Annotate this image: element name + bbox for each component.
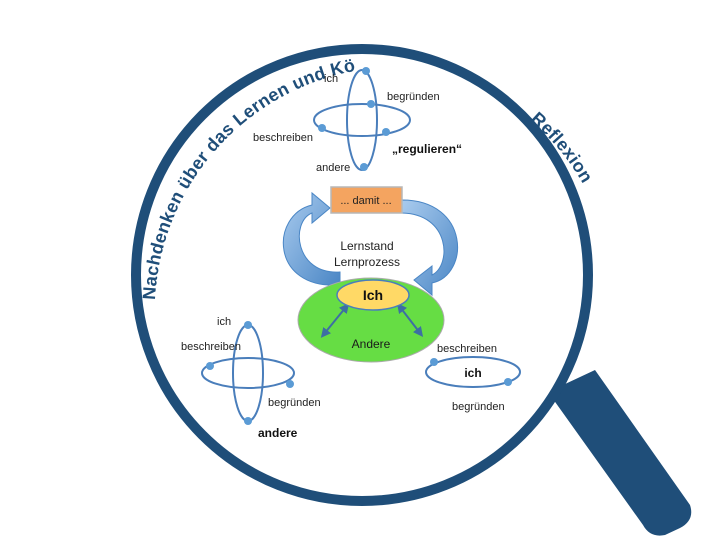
orbit-top-beschreiben: beschreiben: [253, 132, 313, 144]
orbit-bottom-right: [425, 356, 521, 388]
orbit-top-andere: andere: [316, 162, 350, 174]
cycle-arrows: [282, 191, 459, 297]
left-cycle-arrow: [282, 191, 341, 286]
magnifier-handle: [548, 370, 692, 536]
orbit-top-ich: ich: [324, 73, 338, 85]
damit-label: ... damit ...: [340, 195, 391, 207]
orbit-br-ich: ich: [464, 366, 481, 380]
ich-label: Ich: [363, 287, 383, 303]
andere-arrow-right: [396, 303, 424, 337]
orbit-bl-begruenden: begründen: [268, 397, 321, 409]
right-cycle-arrow: [401, 199, 459, 297]
andere-arrow-left: [320, 303, 350, 338]
orbit-bl-andere: andere: [258, 426, 298, 440]
orbit-br-begruenden: begründen: [452, 401, 505, 413]
orbit-top-regulieren: „regulieren“: [392, 142, 462, 156]
orbit-bottom-left-dots: [206, 321, 294, 425]
center-lernstand: Lernstand: [340, 239, 393, 253]
damit-box: [330, 186, 403, 214]
ich-ellipse: [336, 279, 410, 311]
orbit-bl-beschreiben: beschreiben: [181, 341, 241, 353]
orbit-bottom-right-dots: [430, 358, 512, 386]
orbit-top-begruenden: begründen: [387, 91, 440, 103]
andere-label: Andere: [352, 337, 391, 351]
orbit-top-dots: [318, 67, 390, 171]
magnifier-ring: [131, 44, 593, 506]
orbit-bl-ich: ich: [217, 316, 231, 328]
center-lernprozess: Lernprozess: [334, 255, 400, 269]
orbit-br-beschreiben: beschreiben: [437, 343, 497, 355]
